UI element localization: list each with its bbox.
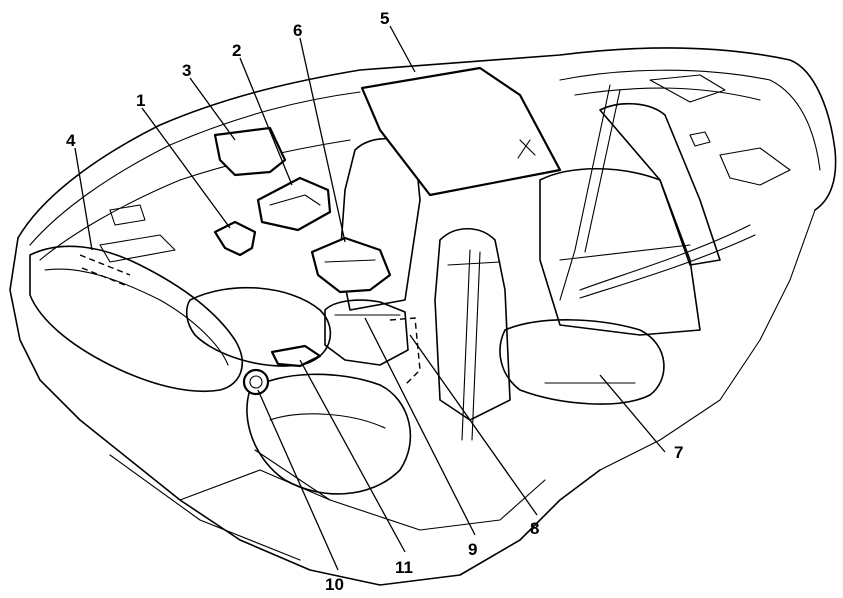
callout-4: 4 [66, 131, 76, 150]
part-6-console-box [310, 236, 392, 294]
rear-seat [461, 84, 756, 441]
callouts: 1 2 3 4 5 6 7 8 9 10 11 [66, 9, 683, 594]
callout-10: 10 [325, 575, 344, 594]
callout-9: 9 [468, 540, 477, 559]
callout-5: 5 [380, 9, 389, 28]
dashboard [29, 204, 244, 393]
part-2-glovebox [256, 176, 332, 232]
callout-2: 2 [232, 41, 241, 60]
front-seats [185, 138, 511, 495]
part-10-cup-holder [242, 368, 270, 396]
car-body-outline [9, 47, 837, 586]
callout-8: 8 [530, 519, 539, 538]
part-11-shift-cover [270, 344, 322, 368]
part-1-duct [213, 220, 257, 257]
callout-7: 7 [674, 443, 683, 462]
callout-11: 11 [395, 558, 413, 577]
leader-lines [74, 25, 666, 571]
callout-6: 6 [293, 21, 302, 40]
center-console [324, 299, 421, 386]
callout-3: 3 [182, 61, 191, 80]
part-5-sunroof-panel [360, 66, 562, 197]
callout-1: 1 [136, 91, 145, 110]
part-3-glovebox-door [213, 126, 287, 177]
